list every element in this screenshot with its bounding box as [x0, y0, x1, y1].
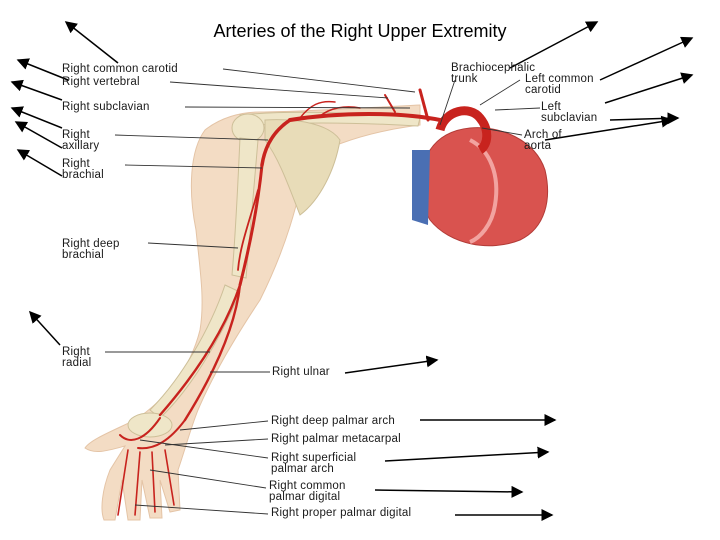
label-right-superficial-palmar-arch: Right superficial palmar arch: [271, 452, 357, 475]
leader-right-axillary: [114, 134, 269, 141]
label-right-proper-palmar-digital: Right proper palmar digital: [271, 507, 412, 519]
arrow-3: [10, 79, 63, 101]
arrow-annotations: [10, 21, 694, 521]
common-carotid-artery: [418, 88, 430, 122]
digital-artery-3: [151, 451, 156, 513]
ulnar-artery: [183, 283, 242, 422]
leader-brachiocephalic: [439, 79, 456, 126]
heart: [421, 127, 548, 247]
label-right-radial: Right radial: [62, 346, 92, 369]
arrow-16: [374, 485, 524, 498]
deep-brachial-artery: [237, 189, 259, 271]
leader-right-vertebral: [169, 81, 389, 99]
arrow-1: [64, 21, 119, 64]
label-brachiocephalic-trunk: Brachiocephalic trunk: [451, 62, 536, 85]
label-right-ulnar: Right ulnar: [272, 366, 330, 378]
arm-silhouette: [84, 104, 421, 521]
leader-right-proper-palmar-digital: [134, 504, 269, 515]
deep-palmar-arch: [137, 419, 186, 450]
artery-network: [117, 88, 442, 516]
label-right-palmar-metacarpal: Right palmar metacarpal: [271, 433, 401, 445]
leader-right-subclavian: [184, 106, 411, 109]
leader-left-subclavian: [494, 107, 541, 111]
arrow-12: [544, 115, 674, 141]
axillary-artery: [260, 118, 292, 167]
leader-right-superficial-palmar-arch: [139, 439, 269, 459]
vena-cava: [412, 150, 430, 225]
label-right-deep-palmar-arch: Right deep palmar arch: [271, 415, 395, 427]
hand-bones: [127, 412, 173, 438]
digital-artery-4: [164, 449, 175, 506]
humerus-head: [231, 113, 265, 143]
leader-right-common-palmar-digital: [149, 469, 267, 489]
digital-artery-2: [134, 451, 141, 516]
digital-artery-1: [117, 449, 129, 516]
humerus-bone: [231, 137, 259, 279]
aorta-arch: [435, 106, 492, 154]
label-right-subclavian: Right subclavian: [62, 101, 150, 113]
label-left-common-carotid: Left common carotid: [525, 73, 594, 96]
label-arch-of-aorta: Arch of aorta: [524, 129, 562, 152]
arrow-11: [609, 112, 680, 125]
superficial-palmar-arch: [119, 417, 161, 441]
arrow-9: [599, 36, 694, 81]
scapula-bone: [264, 119, 341, 216]
arrow-15: [384, 446, 550, 462]
label-right-vertebral: Right vertebral: [62, 76, 140, 88]
arrow-7: [28, 310, 61, 346]
label-right-brachial: Right brachial: [62, 158, 104, 181]
leader-left-common-carotid: [479, 79, 521, 106]
arrow-8: [509, 21, 599, 69]
arrow-13: [344, 355, 439, 374]
arrow-4: [10, 106, 63, 129]
leader-right-palmar-metacarpal: [164, 438, 269, 446]
leader-lines: [105, 68, 541, 515]
label-left-subclavian: Left subclavian: [541, 101, 598, 124]
leader-right-brachial: [124, 164, 263, 169]
arrow-5: [14, 121, 63, 149]
label-right-deep-brachial: Right deep brachial: [62, 238, 120, 261]
leader-arch-of-aorta: [481, 127, 523, 136]
brachial-artery: [238, 163, 264, 287]
subclavian-artery: [288, 112, 442, 122]
label-right-common-palmar-digital: Right common palmar digital: [269, 480, 346, 503]
leader-right-deep-palmar-arch: [179, 420, 269, 431]
leader-right-deep-brachial: [147, 242, 239, 249]
diagram-title: Arteries of the Right Upper Extremity: [213, 21, 507, 41]
arrow-6: [16, 149, 63, 177]
arrow-10: [604, 72, 694, 104]
label-right-axillary: Right axillary: [62, 129, 100, 152]
arrow-2: [16, 58, 69, 81]
label-right-common-carotid: Right common carotid: [62, 63, 178, 75]
leader-right-common-carotid: [222, 68, 416, 93]
